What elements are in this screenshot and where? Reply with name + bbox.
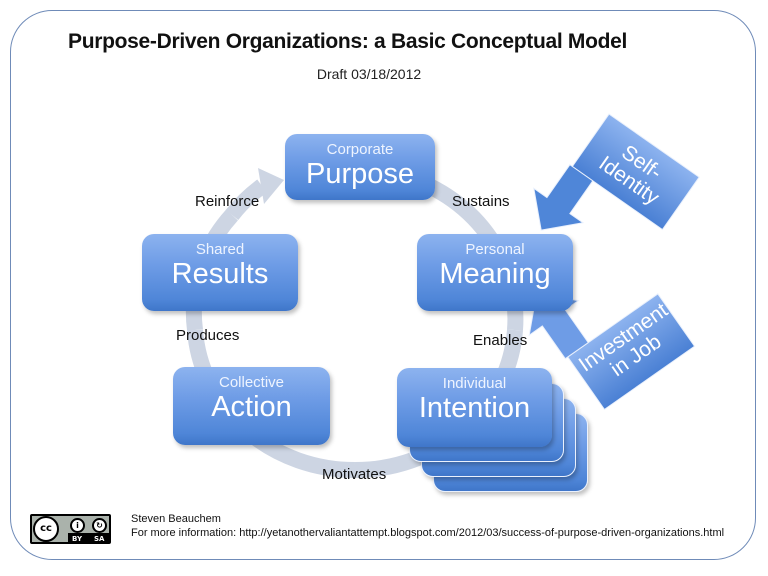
diagram-title: Purpose-Driven Organizations: a Basic Co… bbox=[68, 30, 628, 53]
node-intention-qualifier: Individual bbox=[442, 375, 507, 392]
node-intention-title: Intention bbox=[418, 392, 531, 424]
node-results-title: Results bbox=[171, 258, 269, 290]
share-alike-icon: ↻ bbox=[92, 518, 107, 533]
node-collective-action: Collective Action bbox=[173, 367, 330, 445]
more-info-link[interactable]: For more information: http://yetanotherv… bbox=[131, 527, 725, 539]
edge-label-reinforce: Reinforce bbox=[195, 193, 260, 210]
edge-label-sustains: Sustains bbox=[452, 193, 510, 210]
node-purpose-qualifier: Corporate bbox=[326, 141, 394, 158]
self-identity-arrow bbox=[533, 113, 700, 231]
node-meaning-qualifier: Personal bbox=[465, 241, 525, 258]
attribution-icon: i bbox=[70, 518, 85, 533]
node-personal-meaning: Personal Meaning bbox=[417, 234, 573, 311]
node-shared-results: Shared Results bbox=[142, 234, 298, 311]
edge-label-enables: Enables bbox=[473, 332, 528, 349]
node-results-qualifier: Shared bbox=[195, 241, 245, 258]
edge-label-produces: Produces bbox=[176, 327, 240, 344]
diagram-subtitle: Draft 03/18/2012 bbox=[316, 66, 422, 82]
cc-by-sa-license-badge[interactable]: cc i ↻ BY SA bbox=[30, 514, 111, 544]
cycle-arrowhead bbox=[258, 168, 284, 204]
cc-icon: cc bbox=[33, 516, 59, 542]
credits: Steven Beauchem For more information: ht… bbox=[131, 512, 724, 540]
node-meaning-title: Meaning bbox=[439, 258, 551, 290]
node-action-qualifier: Collective bbox=[218, 374, 285, 391]
node-action-title: Action bbox=[211, 391, 292, 423]
edge-label-motivates: Motivates bbox=[322, 466, 387, 483]
node-purpose-title: Purpose bbox=[305, 158, 414, 190]
license-band: BY SA bbox=[68, 533, 109, 542]
node-corporate-purpose: Corporate Purpose bbox=[285, 134, 435, 200]
sa-label: SA bbox=[94, 535, 105, 543]
by-label: BY bbox=[72, 535, 83, 543]
author-name: Steven Beauchem bbox=[131, 513, 221, 525]
node-individual-intention: Individual Intention bbox=[397, 368, 552, 447]
